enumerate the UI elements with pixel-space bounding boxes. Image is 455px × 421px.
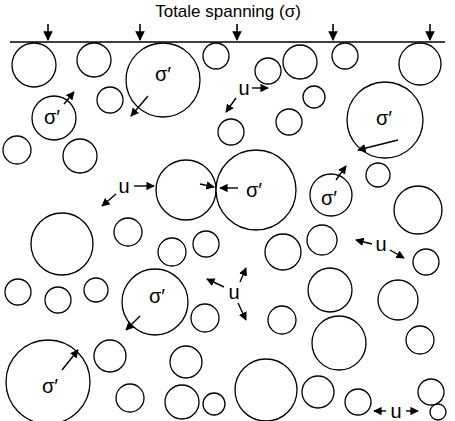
load-plate <box>10 24 445 42</box>
soil-grain <box>165 385 199 419</box>
soil-grain <box>235 359 297 421</box>
soil-grain <box>307 225 337 255</box>
effective-stress-label: σ′ <box>41 376 59 396</box>
pore-pressure-arrow <box>226 98 236 112</box>
soil-grain <box>418 379 444 405</box>
soil-grain <box>218 119 244 145</box>
effective-stress-arrow <box>64 92 74 104</box>
soil-grain <box>216 150 296 230</box>
soil-grain <box>430 404 446 420</box>
soil-grain <box>302 376 334 408</box>
effective-stress-arrow <box>126 316 140 330</box>
soil-grain <box>116 384 144 412</box>
soil-grain <box>84 278 108 302</box>
force-arrows <box>62 88 418 411</box>
pore-pressure-arrow <box>238 303 246 320</box>
effective-stress-arrow <box>358 140 398 150</box>
soil-grain <box>283 45 317 79</box>
pore-pressure-arrow <box>374 410 386 411</box>
soil-grain <box>413 249 439 275</box>
effective-stress-label: σ′ <box>320 188 338 208</box>
soil-grain <box>6 340 90 421</box>
soil-grain <box>394 186 442 234</box>
soil-grain <box>347 82 423 158</box>
soil-grain <box>191 304 219 332</box>
effective-stress-label: σ′ <box>245 180 263 200</box>
soil-grain <box>158 238 186 266</box>
pore-pressure-arrow <box>390 250 404 258</box>
soil-grain <box>193 231 219 257</box>
effective-stress-label: σ′ <box>375 108 393 128</box>
pore-pressure-label: u <box>117 176 130 196</box>
effective-stress-arrow <box>62 350 78 370</box>
soil-grain <box>268 306 296 334</box>
soil-grain <box>5 279 31 305</box>
soil-grain <box>203 43 229 69</box>
soil-grain <box>94 340 126 372</box>
soil-grain <box>399 43 441 85</box>
load-line <box>10 41 445 43</box>
soil-grain <box>114 218 142 246</box>
pore-pressure-arrow <box>134 185 154 186</box>
effective-stress-label: σ′ <box>43 107 61 127</box>
effective-stress-arrow <box>220 187 238 188</box>
soil-grain <box>265 234 301 270</box>
soil-grain <box>97 87 123 113</box>
effective-stress-arrow <box>200 184 214 187</box>
pore-pressure-arrow <box>406 410 418 411</box>
soil-grain <box>12 43 56 87</box>
pore-pressure-label: u <box>237 78 250 98</box>
pore-pressure-arrow <box>356 240 372 244</box>
soil-grains <box>3 43 446 421</box>
pore-pressure-label: u <box>389 401 402 421</box>
soil-grain <box>312 316 366 370</box>
load-arrow <box>47 24 49 40</box>
effective-stress-label: σ′ <box>154 64 172 84</box>
soil-grain <box>156 160 216 220</box>
soil-grain <box>303 86 325 108</box>
pore-pressure-label: u <box>374 234 387 254</box>
effective-stress-label: σ′ <box>148 286 166 306</box>
effective-stress-arrow <box>336 166 346 180</box>
pore-pressure-arrow <box>102 194 116 206</box>
soil-grain <box>77 43 111 77</box>
soil-grain <box>255 58 281 84</box>
soil-grain <box>3 136 31 164</box>
soil-grain <box>332 43 358 69</box>
soil-grain <box>32 96 76 140</box>
soil-grain <box>310 174 352 216</box>
soil-grain <box>126 43 200 117</box>
pore-pressure-label: u <box>227 282 240 302</box>
pore-pressure-arrow <box>240 268 246 282</box>
soil-grain <box>31 213 93 275</box>
load-arrow <box>236 24 238 40</box>
soil-grain <box>406 326 434 354</box>
soil-grain <box>345 389 371 415</box>
pore-pressure-arrow <box>252 87 268 88</box>
soil-grain <box>122 269 188 335</box>
load-arrow <box>429 24 431 40</box>
soil-grain <box>276 109 302 135</box>
soil-grain <box>45 287 71 313</box>
soil-grain <box>378 280 418 320</box>
pore-pressure-arrow <box>207 279 224 287</box>
soil-grain <box>170 346 202 378</box>
soil-grain <box>203 393 225 415</box>
soil-grain <box>63 139 97 173</box>
soil-grain <box>308 268 352 312</box>
soil-grain <box>366 163 390 187</box>
effective-stress-arrow <box>131 96 148 116</box>
load-arrow <box>139 24 141 40</box>
load-arrow <box>332 24 334 40</box>
title: Totale spanning (σ) <box>155 3 301 20</box>
